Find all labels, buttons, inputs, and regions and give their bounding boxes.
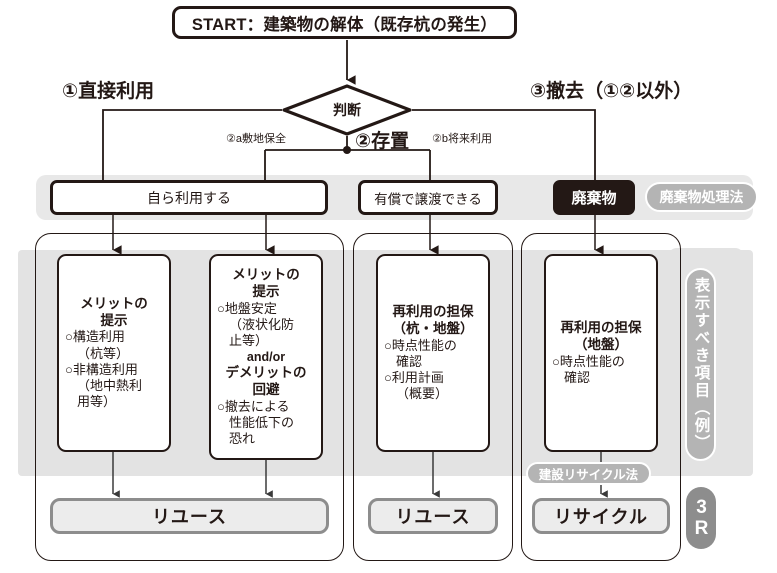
detail-item: 止等）	[229, 332, 269, 348]
branch-label-direct-use: ①直接利用	[62, 81, 155, 102]
detail-item: （杭等）	[77, 345, 130, 361]
detail-box-merit-direct-use: メリットの 提示 ○構造利用 （杭等） ○非構造利用 （地中熱利 用等）	[57, 254, 171, 452]
branch-label-site-preservation: ②a敷地保全	[226, 133, 286, 145]
detail-item: ○撤去による	[217, 398, 290, 414]
decision-diamond: 判断	[282, 84, 412, 136]
detail-item: 用等）	[77, 393, 117, 409]
detail-item: 性能低下の	[229, 414, 295, 430]
detail-box-merit-demerit-retain: メリットの 提示 ○地盤安定 （液状化防 止等） and/or デメリットの 回…	[209, 254, 323, 460]
start-node: START：建築物の解体（既存杭の発生）	[172, 6, 517, 39]
detail-item: （液状化防	[229, 316, 295, 332]
branch-label-retain: ②存置	[355, 131, 410, 152]
detail-heading-line: 回避	[252, 381, 280, 397]
outcome-reuse-left: リユース	[50, 498, 329, 534]
detail-heading-line: 提示	[100, 312, 128, 328]
law-pill-construction-recycling: 建設リサイクル法	[526, 462, 651, 485]
detail-item: （地中熱利	[77, 377, 143, 393]
detail-item: ○時点性能の	[552, 353, 625, 369]
detail-item: ○利用計画	[384, 369, 444, 385]
detail-heading-line: デメリットの	[225, 365, 307, 381]
detail-item: ○時点性能の	[384, 337, 457, 353]
detail-heading-line: （地盤）	[574, 336, 628, 352]
detail-connector-andor: and/or	[246, 349, 286, 364]
detail-box-reuse-guarantee-pile-ground: 再利用の担保 （杭・地盤） ○時点性能の 確認 ○利用計画 （概要）	[376, 254, 490, 452]
detail-heading-line: メリットの	[80, 295, 148, 311]
detail-item: ○構造利用	[65, 329, 125, 345]
detail-item: ○地盤安定	[217, 300, 277, 316]
outcome-reuse-mid: リユース	[368, 498, 498, 534]
detail-item: 恐れ	[229, 430, 256, 446]
detail-heading-line: 提示	[252, 283, 280, 299]
legend-three-r: 3R	[686, 487, 716, 549]
column-group-paid-transfer	[353, 233, 513, 561]
branch-label-removal: ③撤去（①②以外）	[530, 81, 693, 102]
status-box-paid-transfer: 有償で譲渡できる	[358, 180, 498, 215]
status-box-waste: 廃棄物	[553, 180, 635, 215]
detail-item: （概要）	[396, 385, 449, 401]
detail-box-reuse-guarantee-ground: 再利用の担保 （地盤） ○時点性能の 確認	[544, 254, 658, 452]
column-group-direct-use	[35, 233, 344, 561]
decision-label: 判断	[333, 102, 361, 118]
branch-label-future-use: ②b将来利用	[432, 133, 492, 145]
branch-junction-dot	[343, 146, 351, 154]
detail-item: ○非構造利用	[65, 361, 138, 377]
detail-heading-line: 再利用の担保	[560, 320, 642, 336]
status-box-own-use: 自ら利用する	[50, 180, 328, 215]
detail-item: 確認	[396, 353, 423, 369]
detail-heading-line: 再利用の担保	[392, 304, 474, 320]
detail-heading-line: メリットの	[232, 267, 300, 283]
column-group-waste	[521, 233, 681, 561]
detail-item: 確認	[564, 369, 591, 385]
detail-heading-line: （杭・地盤）	[392, 320, 474, 336]
outcome-recycle: リサイクル	[532, 498, 670, 534]
law-pill-waste-management: 廃棄物処理法	[645, 182, 758, 212]
legend-display-items: 表示すべき項目（例）	[685, 268, 716, 461]
